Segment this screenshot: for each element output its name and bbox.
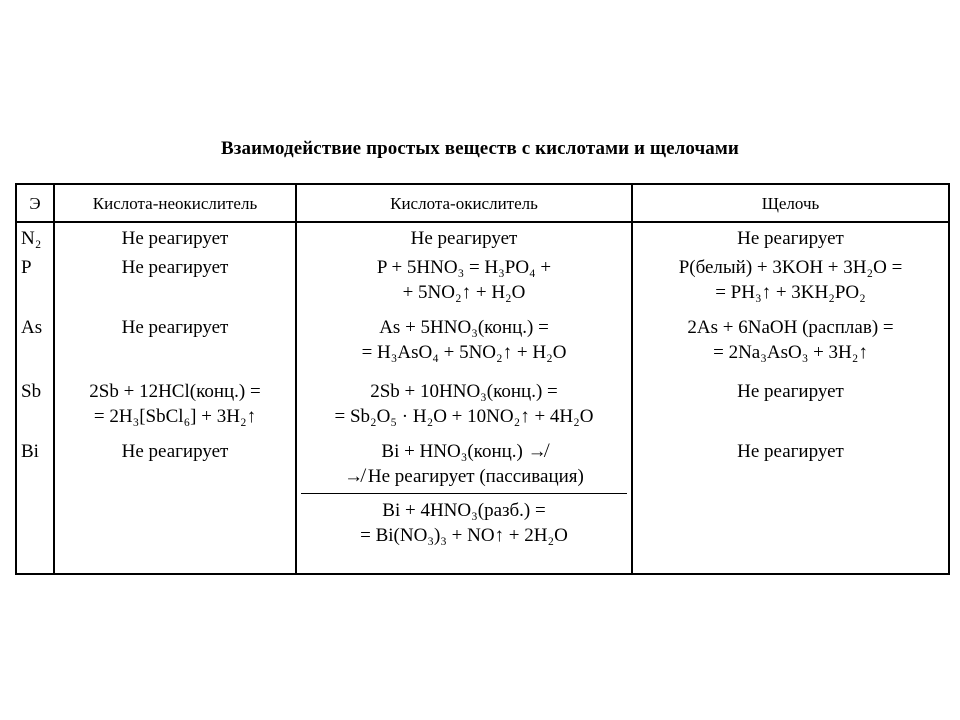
reaction-block-dilute: Bi + 4HNO₃(разб.) = = Bi(NO₃)₃ + NO↑ + 2…	[301, 493, 627, 548]
cell-oxidizing-acid: As + 5HNO₃(конц.) = = H₃AsO₄ + 5NO₂↑ + H…	[295, 312, 633, 376]
reaction-line: As + 5HNO₃(конц.) =	[379, 317, 549, 338]
cell-non-oxidizing-acid: 2Sb + 12HCl(конц.) = = 2H₃[SbCl₆] + 3H₂↑	[53, 376, 297, 436]
reaction-line: + 5NO₂↑ + H₂O	[402, 282, 526, 303]
reaction-line: = Sb₂O₅ · H₂O + 10NO₂↑ + 4H₂O	[334, 406, 594, 427]
cell-oxidizing-acid: Не реагирует	[295, 222, 633, 252]
cell-oxidizing-acid: Bi + HNO₃(конц.) ↛ ↛ Не реагирует (пасси…	[295, 436, 633, 575]
cell-alkali: P(белый) + 3KOH + 3H₂O = = PH₃↑ + 3KH₂PO…	[631, 252, 950, 312]
reaction-line: P + 5HNO₃ = H₃PO₄ +	[376, 257, 552, 278]
header-element: Э	[15, 183, 55, 223]
table-row-n2: N₂ Не реагирует Не реагирует Не реагируе…	[15, 222, 950, 252]
cell-oxidizing-acid: P + 5HNO₃ = H₃PO₄ + + 5NO₂↑ + H₂O	[295, 252, 633, 312]
cell-alkali: Не реагирует	[631, 376, 950, 436]
reaction-line: 2As + 6NaOH (расплав) =	[687, 317, 894, 338]
cell-element: As	[15, 312, 55, 376]
reaction-line: Не реагирует	[121, 441, 229, 462]
reaction-line: ↛ Не реагирует (пассивация)	[344, 466, 584, 487]
reaction-line: Не реагирует	[410, 228, 518, 249]
cell-non-oxidizing-acid: Не реагирует	[53, 436, 297, 575]
cell-alkali: Не реагирует	[631, 222, 950, 252]
table-row-as: As Не реагирует As + 5HNO₃(конц.) = = H₃…	[15, 312, 950, 376]
reaction-line: Не реагирует	[737, 441, 844, 462]
reaction-line: = Bi(NO₃)₃ + NO↑ + 2H₂O	[360, 525, 568, 546]
cell-element: Sb	[15, 376, 55, 436]
header-oxidizing-acid: Кислота-окислитель	[295, 183, 633, 223]
cell-oxidizing-acid: 2Sb + 10HNO₃(конц.) = = Sb₂O₅ · H₂O + 10…	[295, 376, 633, 436]
table-row-bi: Bi Не реагирует Bi + HNO₃(конц.) ↛ ↛ Не …	[15, 436, 950, 575]
cell-non-oxidizing-acid: Не реагирует	[53, 312, 297, 376]
table-row-sb: Sb 2Sb + 12HCl(конц.) = = 2H₃[SbCl₆] + 3…	[15, 376, 950, 436]
reaction-line: Не реагирует	[121, 228, 229, 249]
reaction-line: Не реагирует	[737, 381, 844, 402]
cell-non-oxidizing-acid: Не реагирует	[53, 222, 297, 252]
table-row-p: P Не реагирует P + 5HNO₃ = H₃PO₄ + + 5NO…	[15, 252, 950, 312]
page-title: Взаимодействие простых веществ с кислота…	[221, 138, 739, 159]
cell-element: Bi	[15, 436, 55, 575]
reaction-line: P(белый) + 3KOH + 3H₂O =	[678, 257, 903, 278]
reaction-line: = H₃AsO₄ + 5NO₂↑ + H₂O	[361, 342, 567, 363]
cell-element: P	[15, 252, 55, 312]
cell-element: N₂	[15, 222, 55, 252]
header-alkali: Щелочь	[631, 183, 950, 223]
reaction-line: = PH₃↑ + 3KH₂PO₂	[715, 282, 866, 303]
cell-alkali: Не реагирует	[631, 436, 950, 575]
reaction-line: Не реагирует	[121, 257, 229, 278]
reaction-line: Bi + HNO₃(конц.) ↛	[381, 441, 547, 462]
reaction-line: Не реагирует	[737, 228, 844, 249]
reaction-line: 2Sb + 10HNO₃(конц.) =	[370, 381, 558, 402]
cell-non-oxidizing-acid: Не реагирует	[53, 252, 297, 312]
cell-alkali: 2As + 6NaOH (расплав) = = 2Na₃AsO₃ + 3H₂…	[631, 312, 950, 376]
reaction-line: Не реагирует	[121, 317, 229, 338]
reaction-line: Bi + 4HNO₃(разб.) =	[382, 500, 546, 521]
table-header-row: Э Кислота-неокислитель Кислота-окислител…	[15, 183, 950, 223]
reaction-line: = 2H₃[SbCl₆] + 3H₂↑	[93, 406, 257, 427]
reaction-line: 2Sb + 12HCl(конц.) =	[89, 381, 261, 402]
reaction-line: = 2Na₃AsO₃ + 3H₂↑	[713, 342, 868, 363]
reactions-table: Э Кислота-неокислитель Кислота-окислител…	[15, 183, 950, 575]
header-non-oxidizing-acid: Кислота-неокислитель	[53, 183, 297, 223]
